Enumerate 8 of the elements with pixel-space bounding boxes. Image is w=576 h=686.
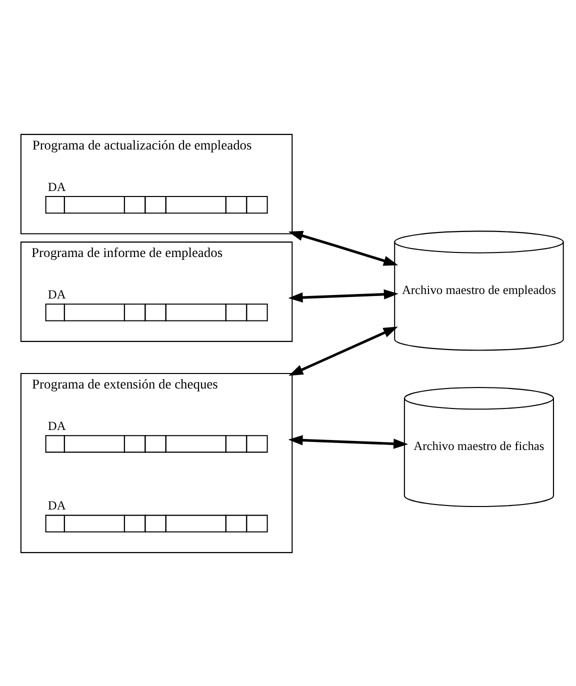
node-label: DA xyxy=(48,418,66,433)
arrow xyxy=(288,288,398,302)
arrow xyxy=(288,230,398,266)
arrow xyxy=(288,326,398,376)
node-label: DA xyxy=(48,287,66,302)
arrow xyxy=(288,434,408,448)
node-label: DA xyxy=(48,498,66,512)
node-label: DA xyxy=(48,179,66,194)
